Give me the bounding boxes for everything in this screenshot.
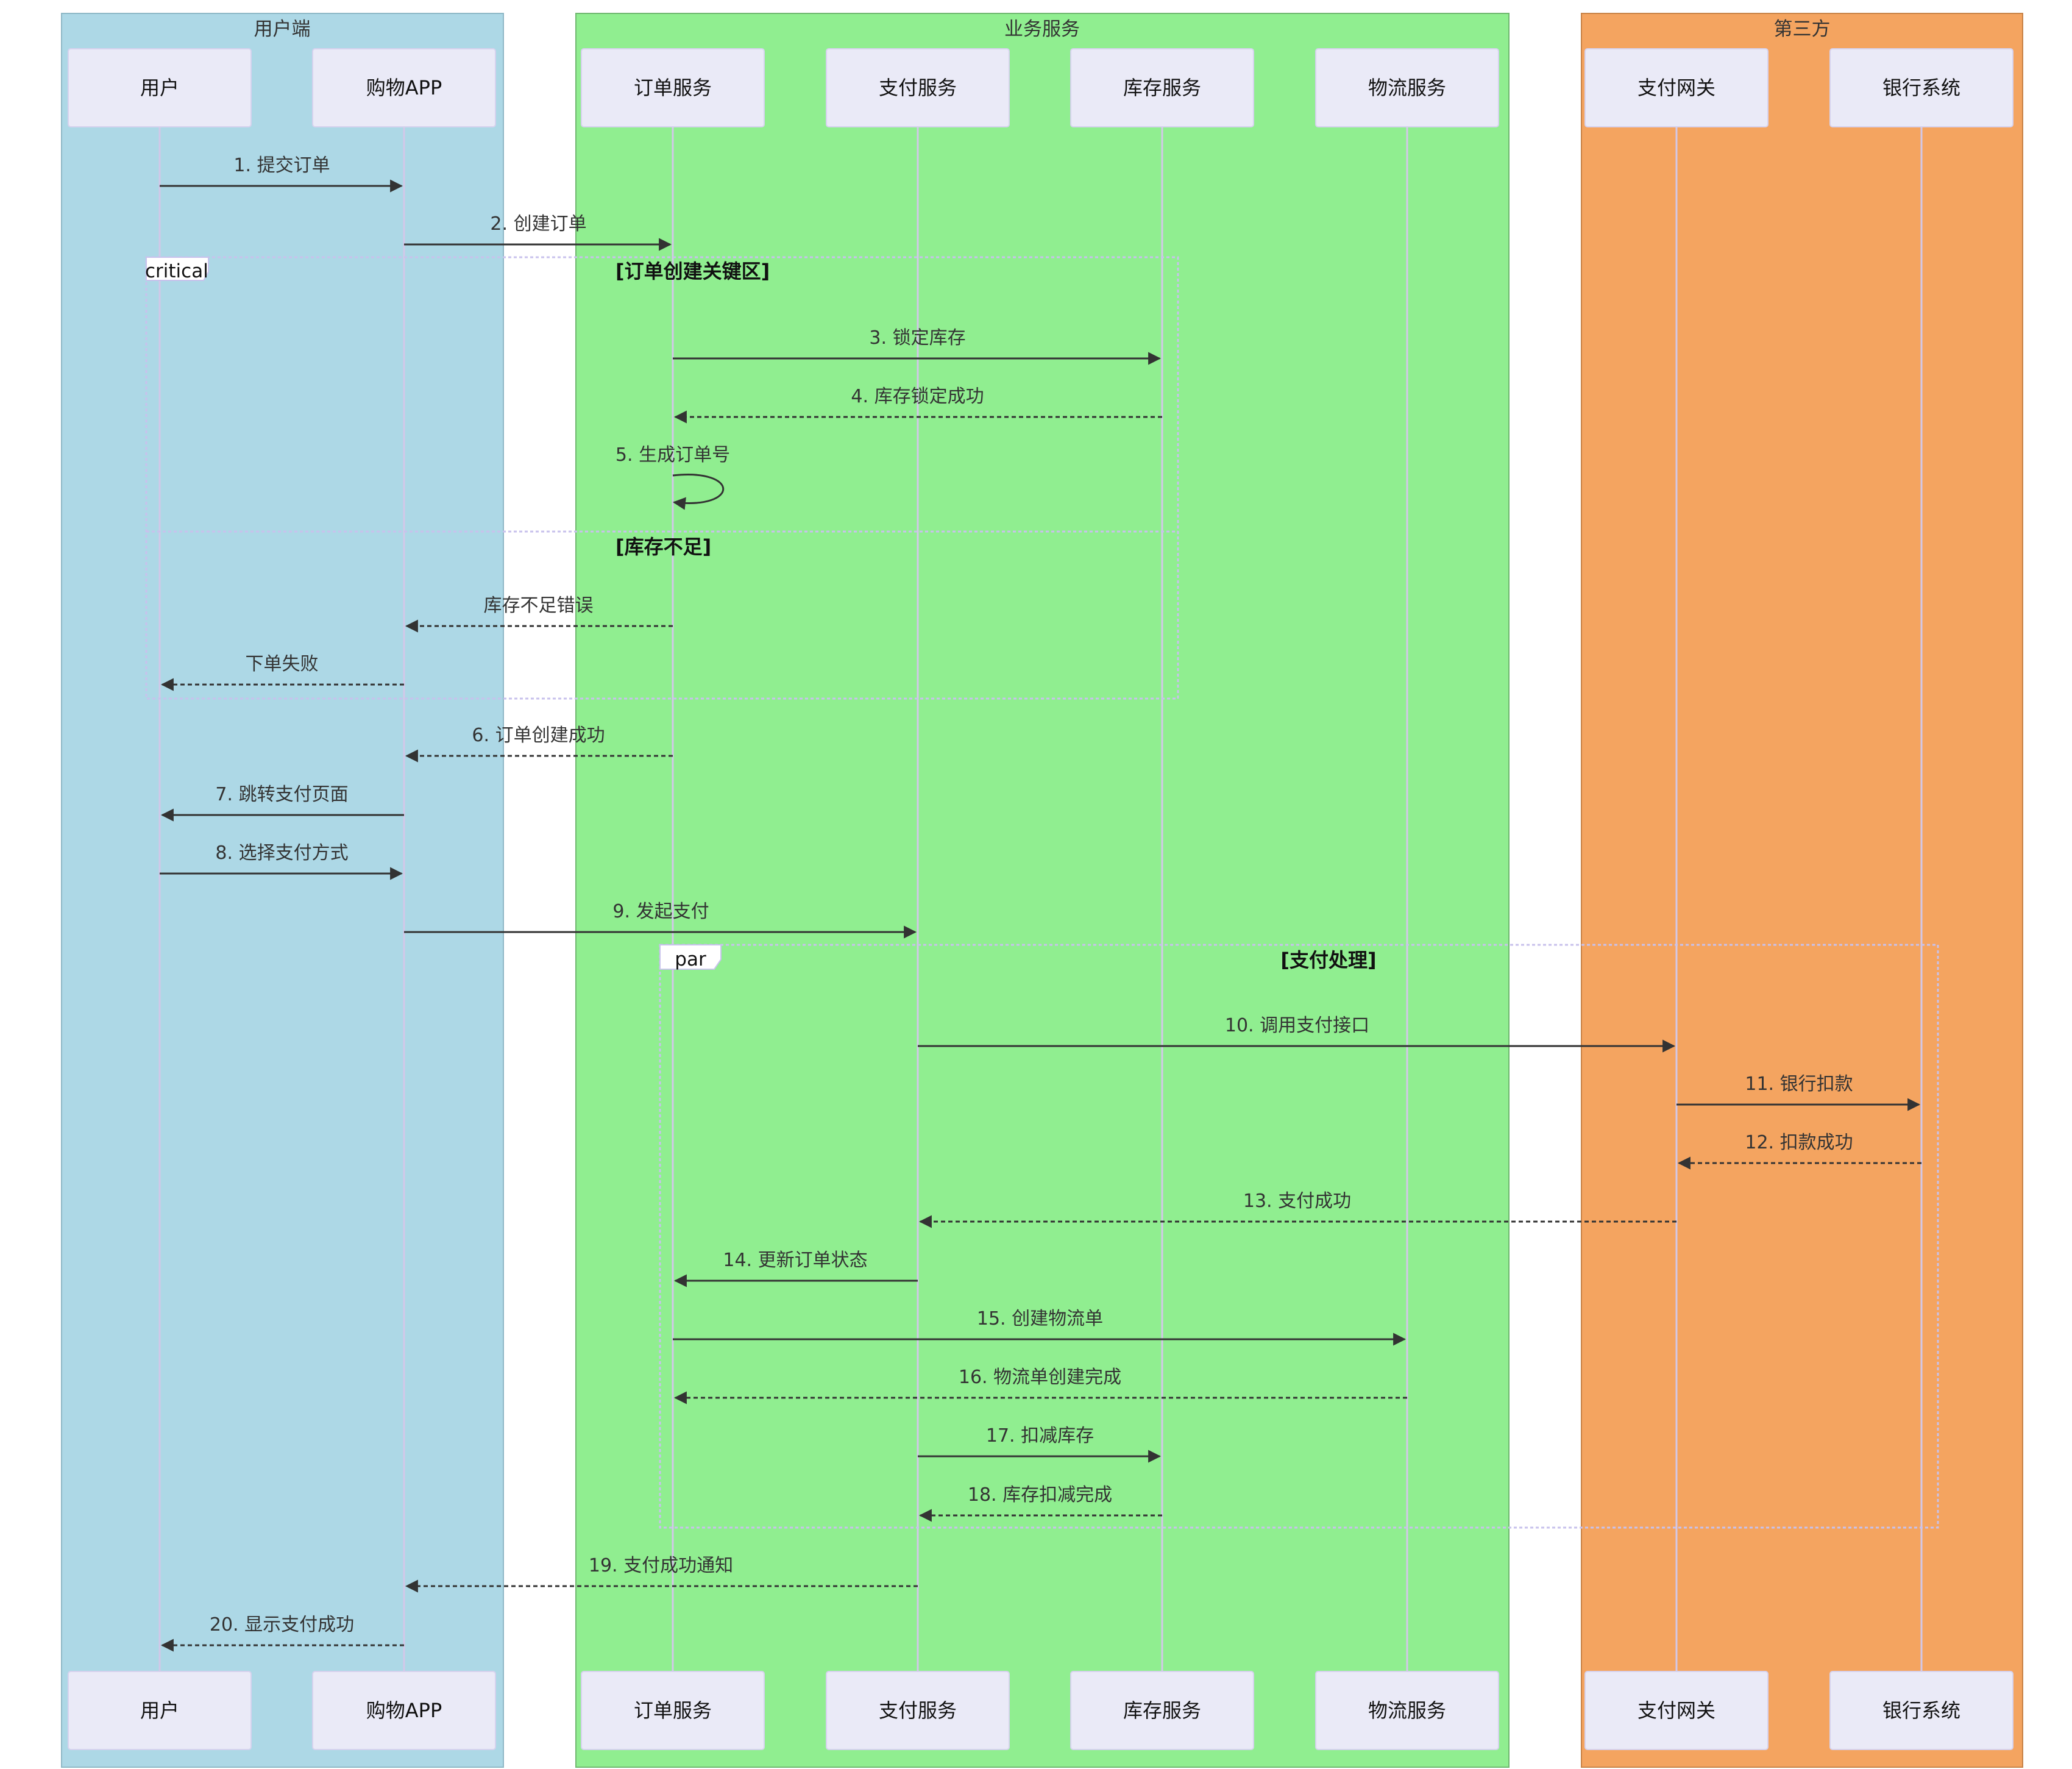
actor-label: 订单服务 [634, 1699, 712, 1722]
actor-stock-bottom: 库存服务 [1070, 1671, 1254, 1750]
message-21: 19. 支付成功通知 [405, 1555, 918, 1593]
actor-stock-top: 库存服务 [1070, 48, 1254, 127]
critical-else-condition: [库存不足] [616, 535, 711, 558]
actor-label: 支付网关 [1637, 1699, 1715, 1722]
message-18: 16. 物流单创建完成 [673, 1367, 1407, 1404]
actor-logistics-top: 物流服务 [1315, 48, 1499, 127]
message-16: 14. 更新订单状态 [673, 1250, 918, 1287]
actor-label: 支付服务 [879, 1699, 957, 1722]
message-22: 20. 显示支付成功 [160, 1614, 404, 1652]
message-6: 库存不足错误 [405, 595, 673, 633]
actor-user-top: 用户 [68, 48, 252, 127]
message-label: 13. 支付成功 [1243, 1191, 1351, 1212]
actor-bank-bottom: 银行系统 [1829, 1671, 2013, 1750]
group-client: 用户端 [61, 13, 504, 1768]
message-label: 3. 锁定库存 [869, 327, 965, 349]
actor-label: 用户 [140, 76, 179, 99]
actor-label: 库存服务 [1123, 76, 1201, 99]
actor-bank-top: 银行系统 [1829, 48, 2013, 127]
actor-label: 购物APP [366, 76, 442, 99]
message-15: 13. 支付成功 [918, 1191, 1676, 1228]
message-7: 下单失败 [160, 653, 404, 691]
message-label: 1. 提交订单 [233, 155, 330, 176]
message-label: 19. 支付成功通知 [589, 1555, 733, 1576]
actor-user-bottom: 用户 [68, 1671, 252, 1750]
message-11: 9. 发起支付 [404, 901, 917, 939]
critical-fragment: critical [订单创建关键区] [库存不足] [145, 256, 1179, 700]
message-label: 4. 库存锁定成功 [851, 386, 984, 407]
message-label: 17. 扣减库存 [986, 1425, 1094, 1447]
message-3: 3. 锁定库存 [673, 327, 1162, 365]
message-label: 15. 创建物流单 [977, 1308, 1103, 1329]
message-label: 10. 调用支付接口 [1225, 1015, 1369, 1036]
actor-gateway-bottom: 支付网关 [1584, 1671, 1769, 1750]
par-condition: [支付处理] [1280, 949, 1376, 972]
actor-app-bottom: 购物APP [312, 1671, 496, 1750]
actor-label: 银行系统 [1882, 76, 1960, 99]
group-third-party-label: 第三方 [1774, 18, 1831, 40]
message-14: 12. 扣款成功 [1677, 1132, 1921, 1170]
message-8: 6. 订单创建成功 [405, 725, 673, 763]
actor-label: 库存服务 [1123, 1699, 1201, 1722]
message-1: 1. 提交订单 [160, 155, 403, 193]
group-business-label: 业务服务 [1004, 18, 1080, 40]
message-label: 7. 跳转支付页面 [215, 784, 348, 805]
message-label: 库存不足错误 [484, 595, 594, 616]
critical-keyword: critical [145, 260, 208, 282]
message-12: 10. 调用支付接口 [918, 1015, 1676, 1053]
par-keyword: par [675, 949, 706, 970]
message-4: 4. 库存锁定成功 [673, 386, 1162, 424]
group-third-party: 第三方 [1581, 13, 2023, 1768]
message-label: 6. 订单创建成功 [472, 725, 605, 746]
actor-label: 购物APP [366, 1699, 442, 1722]
message-13: 11. 银行扣款 [1676, 1073, 1921, 1111]
actor-label: 银行系统 [1882, 1699, 1960, 1722]
critical-condition: [订单创建关键区] [616, 260, 770, 283]
actor-pay-top: 支付服务 [826, 48, 1010, 127]
actor-label: 用户 [140, 1699, 179, 1722]
message-9: 7. 跳转支付页面 [160, 784, 404, 822]
actor-label: 物流服务 [1368, 76, 1446, 99]
par-fragment: par [支付处理] [659, 944, 1939, 1529]
actor-label: 订单服务 [634, 76, 712, 99]
message-17: 15. 创建物流单 [673, 1308, 1407, 1346]
actor-label: 支付网关 [1637, 76, 1715, 99]
actor-app-top: 购物APP [312, 48, 496, 127]
message-label: 20. 显示支付成功 [210, 1614, 354, 1636]
lifelines [158, 127, 1923, 1671]
message-label: 11. 银行扣款 [1745, 1073, 1853, 1095]
message-label: 12. 扣款成功 [1745, 1132, 1853, 1153]
message-10: 8. 选择支付方式 [160, 842, 403, 880]
actor-order-bottom: 订单服务 [581, 1671, 765, 1750]
message-2: 2. 创建订单 [404, 213, 672, 251]
message-label: 16. 物流单创建完成 [959, 1367, 1121, 1388]
actor-pay-bottom: 支付服务 [826, 1671, 1010, 1750]
group-client-label: 用户端 [254, 18, 311, 40]
message-label: 9. 发起支付 [612, 901, 709, 922]
message-20: 18. 库存扣减完成 [918, 1484, 1162, 1522]
message-arrow [672, 474, 725, 510]
actor-logistics-bottom: 物流服务 [1315, 1671, 1499, 1750]
group-business: 业务服务 [575, 13, 1510, 1768]
message-label: 8. 选择支付方式 [215, 842, 348, 864]
message-label: 2. 创建订单 [490, 213, 586, 235]
message-label: 14. 更新订单状态 [723, 1250, 867, 1271]
message-label: 下单失败 [246, 653, 319, 675]
message-19: 17. 扣减库存 [918, 1425, 1162, 1463]
actor-label: 物流服务 [1368, 1699, 1446, 1722]
actor-order-top: 订单服务 [581, 48, 765, 127]
messages: 1. 提交订单 2. 创建订单 3. 锁定库存 4. 库存锁定成功 5. 生成订单号库存… [160, 155, 1921, 1652]
actor-gateway-top: 支付网关 [1584, 48, 1769, 127]
message-5: 5. 生成订单号 [616, 444, 730, 510]
message-label: 18. 库存扣减完成 [968, 1484, 1112, 1506]
participants: 用户用户购物APP购物APP订单服务订单服务支付服务支付服务库存服务库存服务物流… [68, 48, 2013, 1750]
actor-label: 支付服务 [879, 76, 957, 99]
message-label: 5. 生成订单号 [616, 444, 730, 466]
